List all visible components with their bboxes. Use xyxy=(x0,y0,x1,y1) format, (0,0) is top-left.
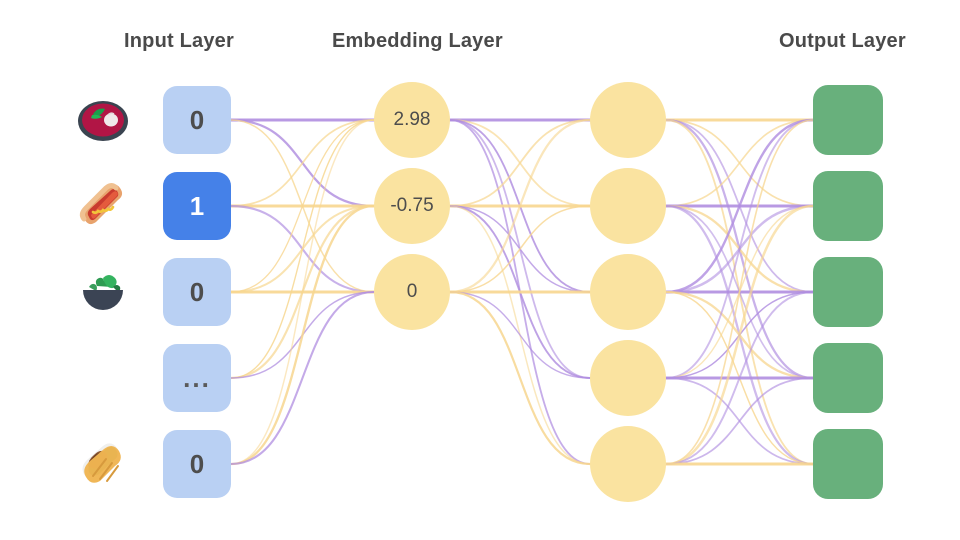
hidden-node-4[interactable] xyxy=(590,426,666,502)
hidden-node-0[interactable] xyxy=(590,82,666,158)
output-node-3[interactable] xyxy=(813,343,883,413)
hidden-node-1[interactable] xyxy=(590,168,666,244)
output-node-1[interactable] xyxy=(813,171,883,241)
output-node-4[interactable] xyxy=(813,429,883,499)
hotdog-icon xyxy=(75,178,131,234)
embedding-node-2[interactable]: 0 xyxy=(374,254,450,330)
embedding-node-0-value: 2.98 xyxy=(393,109,431,130)
embedding-node-1-value: -0.75 xyxy=(390,195,434,216)
input-node-ellipsis-value: ... xyxy=(183,362,211,393)
embedding-node-2-value: 0 xyxy=(406,281,418,302)
input-layer-title: Input Layer xyxy=(124,30,234,52)
hidden-node-2[interactable] xyxy=(590,254,666,330)
output-node-0[interactable] xyxy=(813,85,883,155)
input-node-1-value: 1 xyxy=(189,190,205,221)
input-node-1[interactable]: 1 xyxy=(163,172,231,240)
input-node-0-value: 0 xyxy=(189,104,205,135)
embedding-node-1[interactable]: -0.75 xyxy=(374,168,450,244)
input-node-0[interactable]: 0 xyxy=(163,86,231,154)
hidden-node-3[interactable] xyxy=(590,340,666,416)
input-node-ellipsis[interactable]: ... xyxy=(163,344,231,412)
input-node-4[interactable]: 0 xyxy=(163,430,231,498)
output-node-2[interactable] xyxy=(813,257,883,327)
input-node-2-value: 0 xyxy=(189,276,205,307)
meat-bowl-icon xyxy=(75,92,131,148)
output-layer-title: Output Layer xyxy=(779,30,906,52)
embedding-layer-title: Embedding Layer xyxy=(332,30,503,52)
input-node-4-value: 0 xyxy=(189,448,205,479)
input-node-2[interactable]: 0 xyxy=(163,258,231,326)
embedding-node-0[interactable]: 2.98 xyxy=(374,82,450,158)
burrito-icon xyxy=(75,436,131,492)
salad-bowl-icon xyxy=(75,264,131,320)
